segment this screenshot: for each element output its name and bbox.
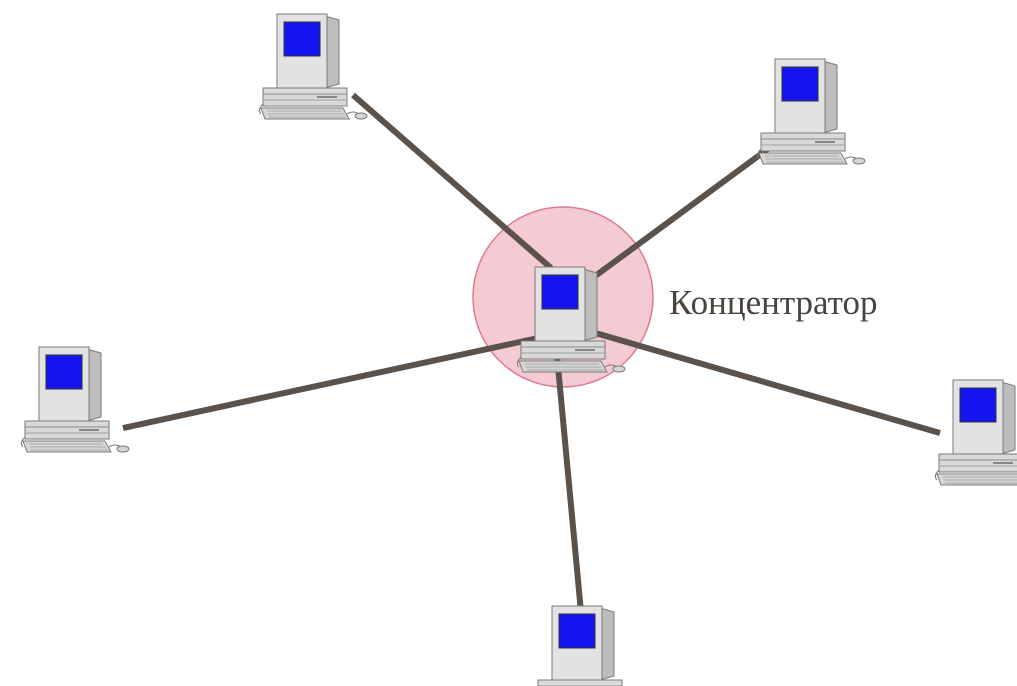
computer-node-left xyxy=(20,346,130,453)
computer-node-top-right xyxy=(756,58,866,165)
cable-bottom xyxy=(553,344,584,613)
desktop-computer-icon xyxy=(258,13,368,120)
cable-top-right xyxy=(581,137,782,288)
hub-label: Концентратор xyxy=(669,283,878,322)
desktop-computer-icon xyxy=(533,605,643,686)
desktop-computer-icon xyxy=(756,58,866,165)
cable-right xyxy=(584,327,941,436)
computer-node-right xyxy=(934,379,1017,486)
cable-left xyxy=(122,327,576,431)
computer-node-top-left xyxy=(258,13,368,120)
desktop-computer-icon xyxy=(934,379,1017,486)
desktop-computer-icon xyxy=(20,346,130,453)
cable-top-left xyxy=(351,92,553,271)
computer-node-bottom xyxy=(533,605,643,686)
network-cables xyxy=(122,92,941,613)
